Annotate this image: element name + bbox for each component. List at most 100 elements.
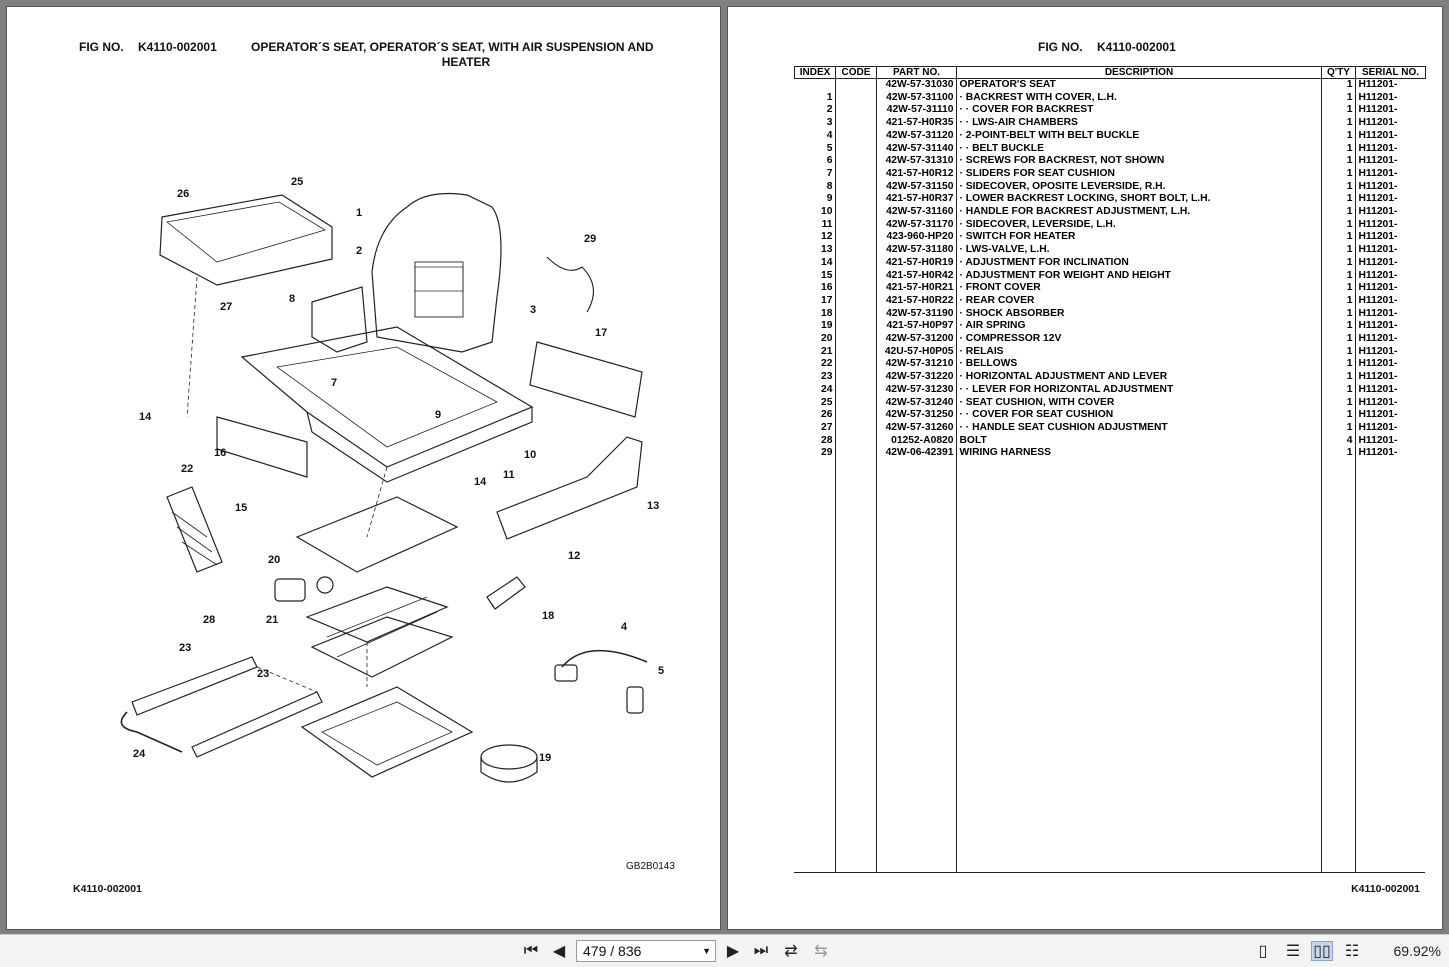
single-page-icon[interactable]: ▯ [1258,943,1268,960]
row-qty: 1 [1346,383,1353,395]
row-part-no: 421-57-H0R35 [885,117,954,129]
row-part-no: 421-57-H0P97 [886,320,954,332]
seat-cushion-shape [159,194,333,286]
row-description: · BACKREST WITH COVER, L.H. [959,91,1117,103]
callout-17: 17 [595,327,607,339]
continuous-icon[interactable]: ☰ [1285,943,1301,960]
row-code [836,181,877,194]
row-code [836,295,877,308]
row-index: 16 [821,282,833,294]
row-description: · SWITCH FOR HEATER [959,231,1076,243]
row-description: · HORIZONTAL ADJUSTMENT AND LEVER [959,371,1168,383]
row-qty: 1 [1346,167,1353,179]
row-index: 5 [826,142,833,154]
two-page-icon[interactable]: ▯▯ [1311,941,1333,961]
fig-label: FIG NO. [79,40,124,54]
current-page: 479 [583,943,607,959]
figure-title-line2: HEATER [441,55,491,69]
row-qty: 1 [1346,231,1353,243]
row-description: · BELLOWS [959,358,1018,370]
row-part-no: 42W-57-31230 [885,383,954,395]
rotate-icon[interactable]: ⇄ [784,943,798,960]
row-description: · LOWER BACKREST LOCKING, SHORT BOLT, L.… [959,193,1211,205]
extract-icon[interactable]: ⇆ [814,943,828,960]
row-code [836,219,877,232]
row-serial: H11201- [1358,409,1398,421]
row-code [836,244,877,257]
row-qty: 1 [1346,345,1353,357]
row-qty: 1 [1346,129,1353,141]
callout-5: 5 [658,665,664,677]
next-page-icon[interactable]: ▶ [726,943,740,960]
row-index: 26 [821,409,833,421]
prev-page-icon[interactable]: ◀ [552,943,566,960]
page-number-input[interactable]: 479 / 836 ▼ [576,940,716,962]
row-part-no: 42W-57-31030 [885,79,954,90]
row-description: · ADJUSTMENT FOR WEIGHT AND HEIGHT [959,269,1171,281]
row-qty: 1 [1346,91,1353,103]
row-part-no: 421-57-H0R21 [885,282,954,294]
row-serial: H11201- [1358,244,1398,256]
row-code [836,282,877,295]
row-serial: H11201- [1358,193,1398,205]
row-serial: H11201- [1358,383,1398,395]
row-qty: 1 [1346,333,1353,345]
row-serial: H11201- [1358,320,1398,332]
row-code [836,346,877,359]
row-description: · SIDECOVER, OPOSITE LEVERSIDE, R.H. [959,180,1166,192]
row-serial: H11201- [1358,396,1398,408]
right-footer: K4110-002001 [1351,883,1420,895]
row-description: · COMPRESSOR 12V [959,333,1062,345]
first-page-icon[interactable]: ⏮ [523,942,539,959]
row-part-no: 42U-57-H0P05 [884,345,954,357]
callout-8: 8 [289,293,295,305]
zoom-level[interactable]: 69.92% [1393,943,1441,959]
row-code [836,130,877,143]
row-index: 22 [821,358,833,370]
row-part-no: 42W-57-31210 [885,358,954,370]
row-index: 23 [821,371,833,383]
figure-title-line1: OPERATOR´S SEAT, OPERATOR´S SEAT, WITH A… [251,40,654,54]
row-code [836,155,877,168]
row-qty: 1 [1346,447,1353,459]
row-qty: 1 [1346,294,1353,306]
callout-22: 22 [181,463,193,475]
callout-2: 2 [356,245,362,257]
callout-29: 29 [584,233,596,245]
page-separator: / [610,943,615,959]
continuous-two-page-icon[interactable]: ☷ [1344,943,1360,960]
row-index: 27 [821,421,833,433]
row-index: 29 [821,447,833,459]
last-page-icon[interactable]: ⏭ [753,942,769,959]
row-qty: 1 [1346,358,1353,370]
col-part-no: PART NO. [876,66,957,79]
left-footer: K4110-002001 [73,883,142,895]
drawing-code: GB2B0143 [626,861,675,872]
row-serial: H11201- [1358,91,1398,103]
parts-table: INDEX CODE PART NO. DESCRIPTION Q'TY SER… [794,66,1426,873]
row-description: · RELAIS [959,345,1004,357]
callout-23a: 23 [179,642,191,654]
col-code: CODE [835,66,877,79]
row-code [836,384,877,397]
row-serial: H11201- [1358,129,1398,141]
row-part-no: 42W-57-31110 [886,104,954,116]
row-description: · AIR SPRING [959,320,1026,332]
row-index: 19 [821,320,833,332]
row-description: · · LWS-AIR CHAMBERS [959,117,1078,129]
row-description: · SHOCK ABSORBER [959,307,1065,319]
row-part-no: 42W-57-31140 [886,142,954,154]
row-serial: H11201- [1358,218,1398,230]
chevron-down-icon[interactable]: ▼ [702,946,711,956]
row-part-no: 42W-57-31260 [885,421,954,433]
row-description: OPERATOR'S SEAT [959,79,1056,90]
total-pages: 836 [618,943,642,959]
